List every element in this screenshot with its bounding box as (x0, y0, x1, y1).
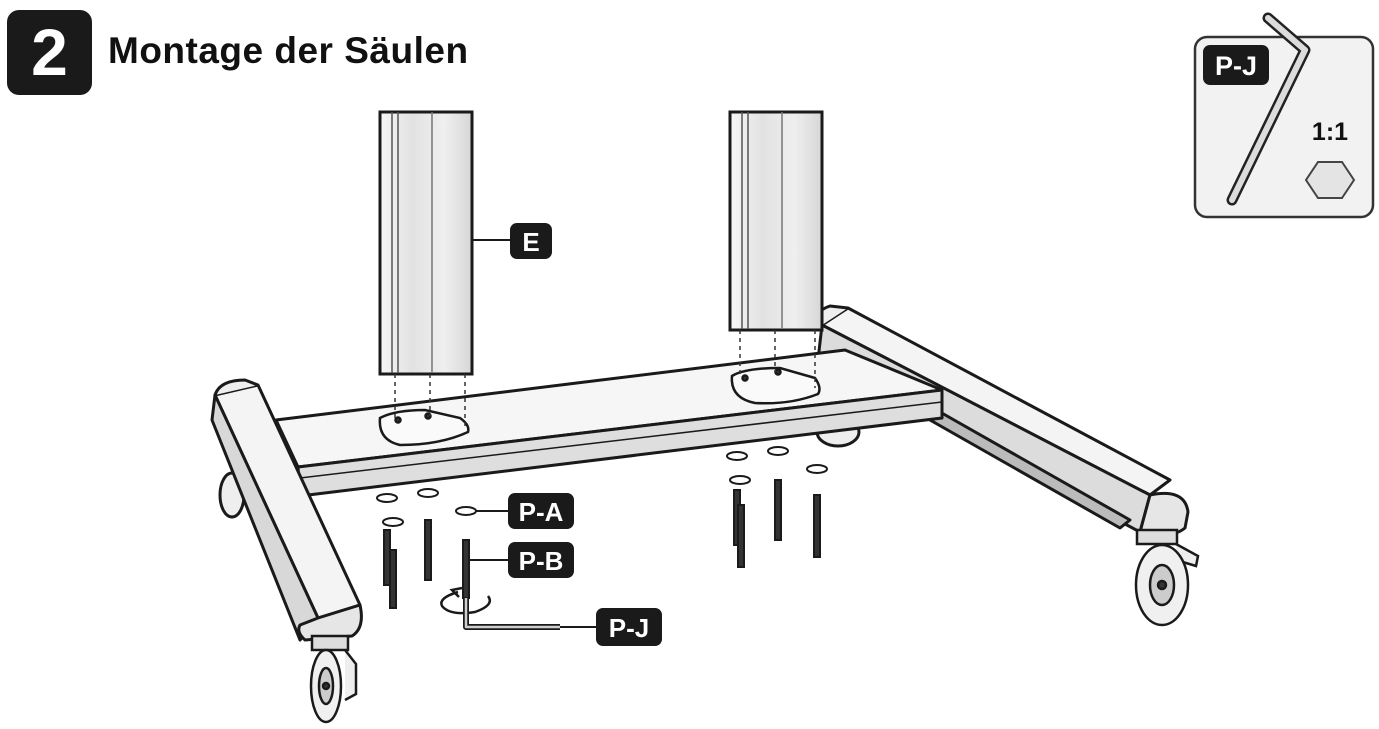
tool-label: P-J (1215, 51, 1257, 81)
rotation-arrow-icon (440, 586, 492, 615)
hex-key-icon (1226, 12, 1311, 206)
callout-column: E (510, 223, 552, 259)
hex-key-tool (463, 598, 560, 630)
tool-label-badge (1203, 45, 1269, 85)
column-left (378, 110, 474, 430)
callout-washer: P-A (508, 493, 574, 529)
step-title: Montage der Säulen (108, 30, 469, 71)
cross-beam (274, 348, 944, 498)
callout-washer-label: P-A (519, 497, 564, 527)
callout-bolt: P-B (508, 542, 574, 578)
mount-plate-right (730, 366, 821, 405)
hardware-left (376, 488, 477, 609)
base-leg-left (210, 378, 363, 642)
column-right (728, 110, 824, 388)
caster-right (1134, 528, 1200, 627)
caster-left (309, 634, 358, 724)
step-number-badge: 2 (7, 10, 92, 95)
hex-profile-icon (1304, 161, 1356, 199)
hardware-right (726, 446, 828, 568)
callout-hex-key: P-J (596, 608, 662, 646)
mount-plate-left (378, 408, 470, 447)
scale-label: 1:1 (1312, 118, 1348, 146)
tool-reference-box: P-J 1:1 (1193, 12, 1375, 219)
callout-hex-key-label: P-J (609, 613, 649, 643)
callout-bolt-label: P-B (519, 546, 564, 576)
callout-column-label: E (522, 227, 539, 257)
